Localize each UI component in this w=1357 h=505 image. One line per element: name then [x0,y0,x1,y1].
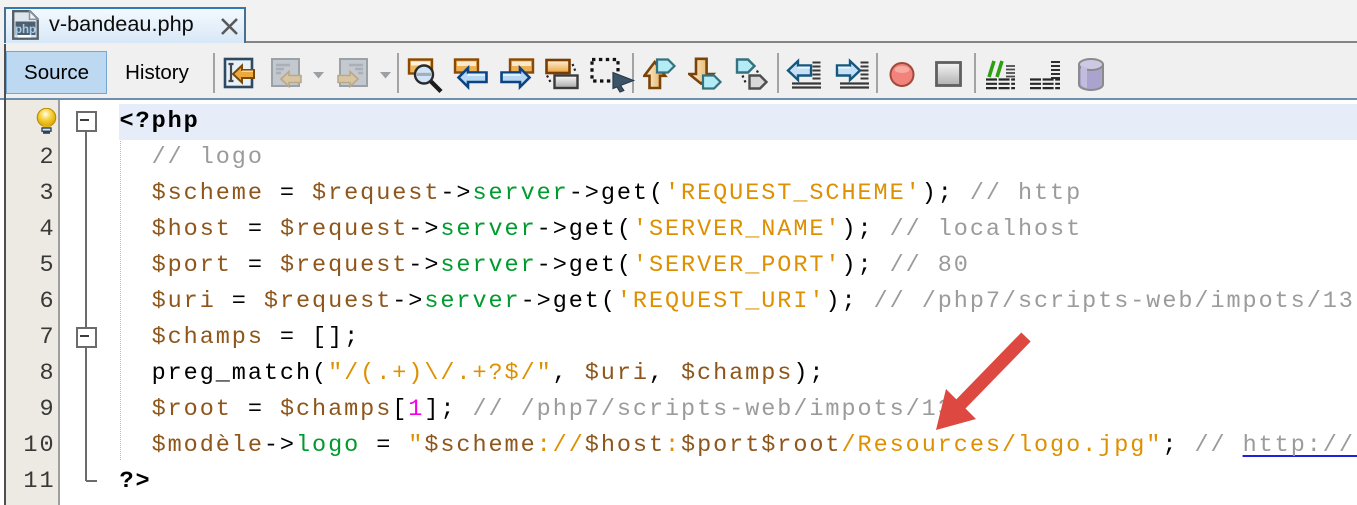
svg-text:php: php [15,24,36,36]
